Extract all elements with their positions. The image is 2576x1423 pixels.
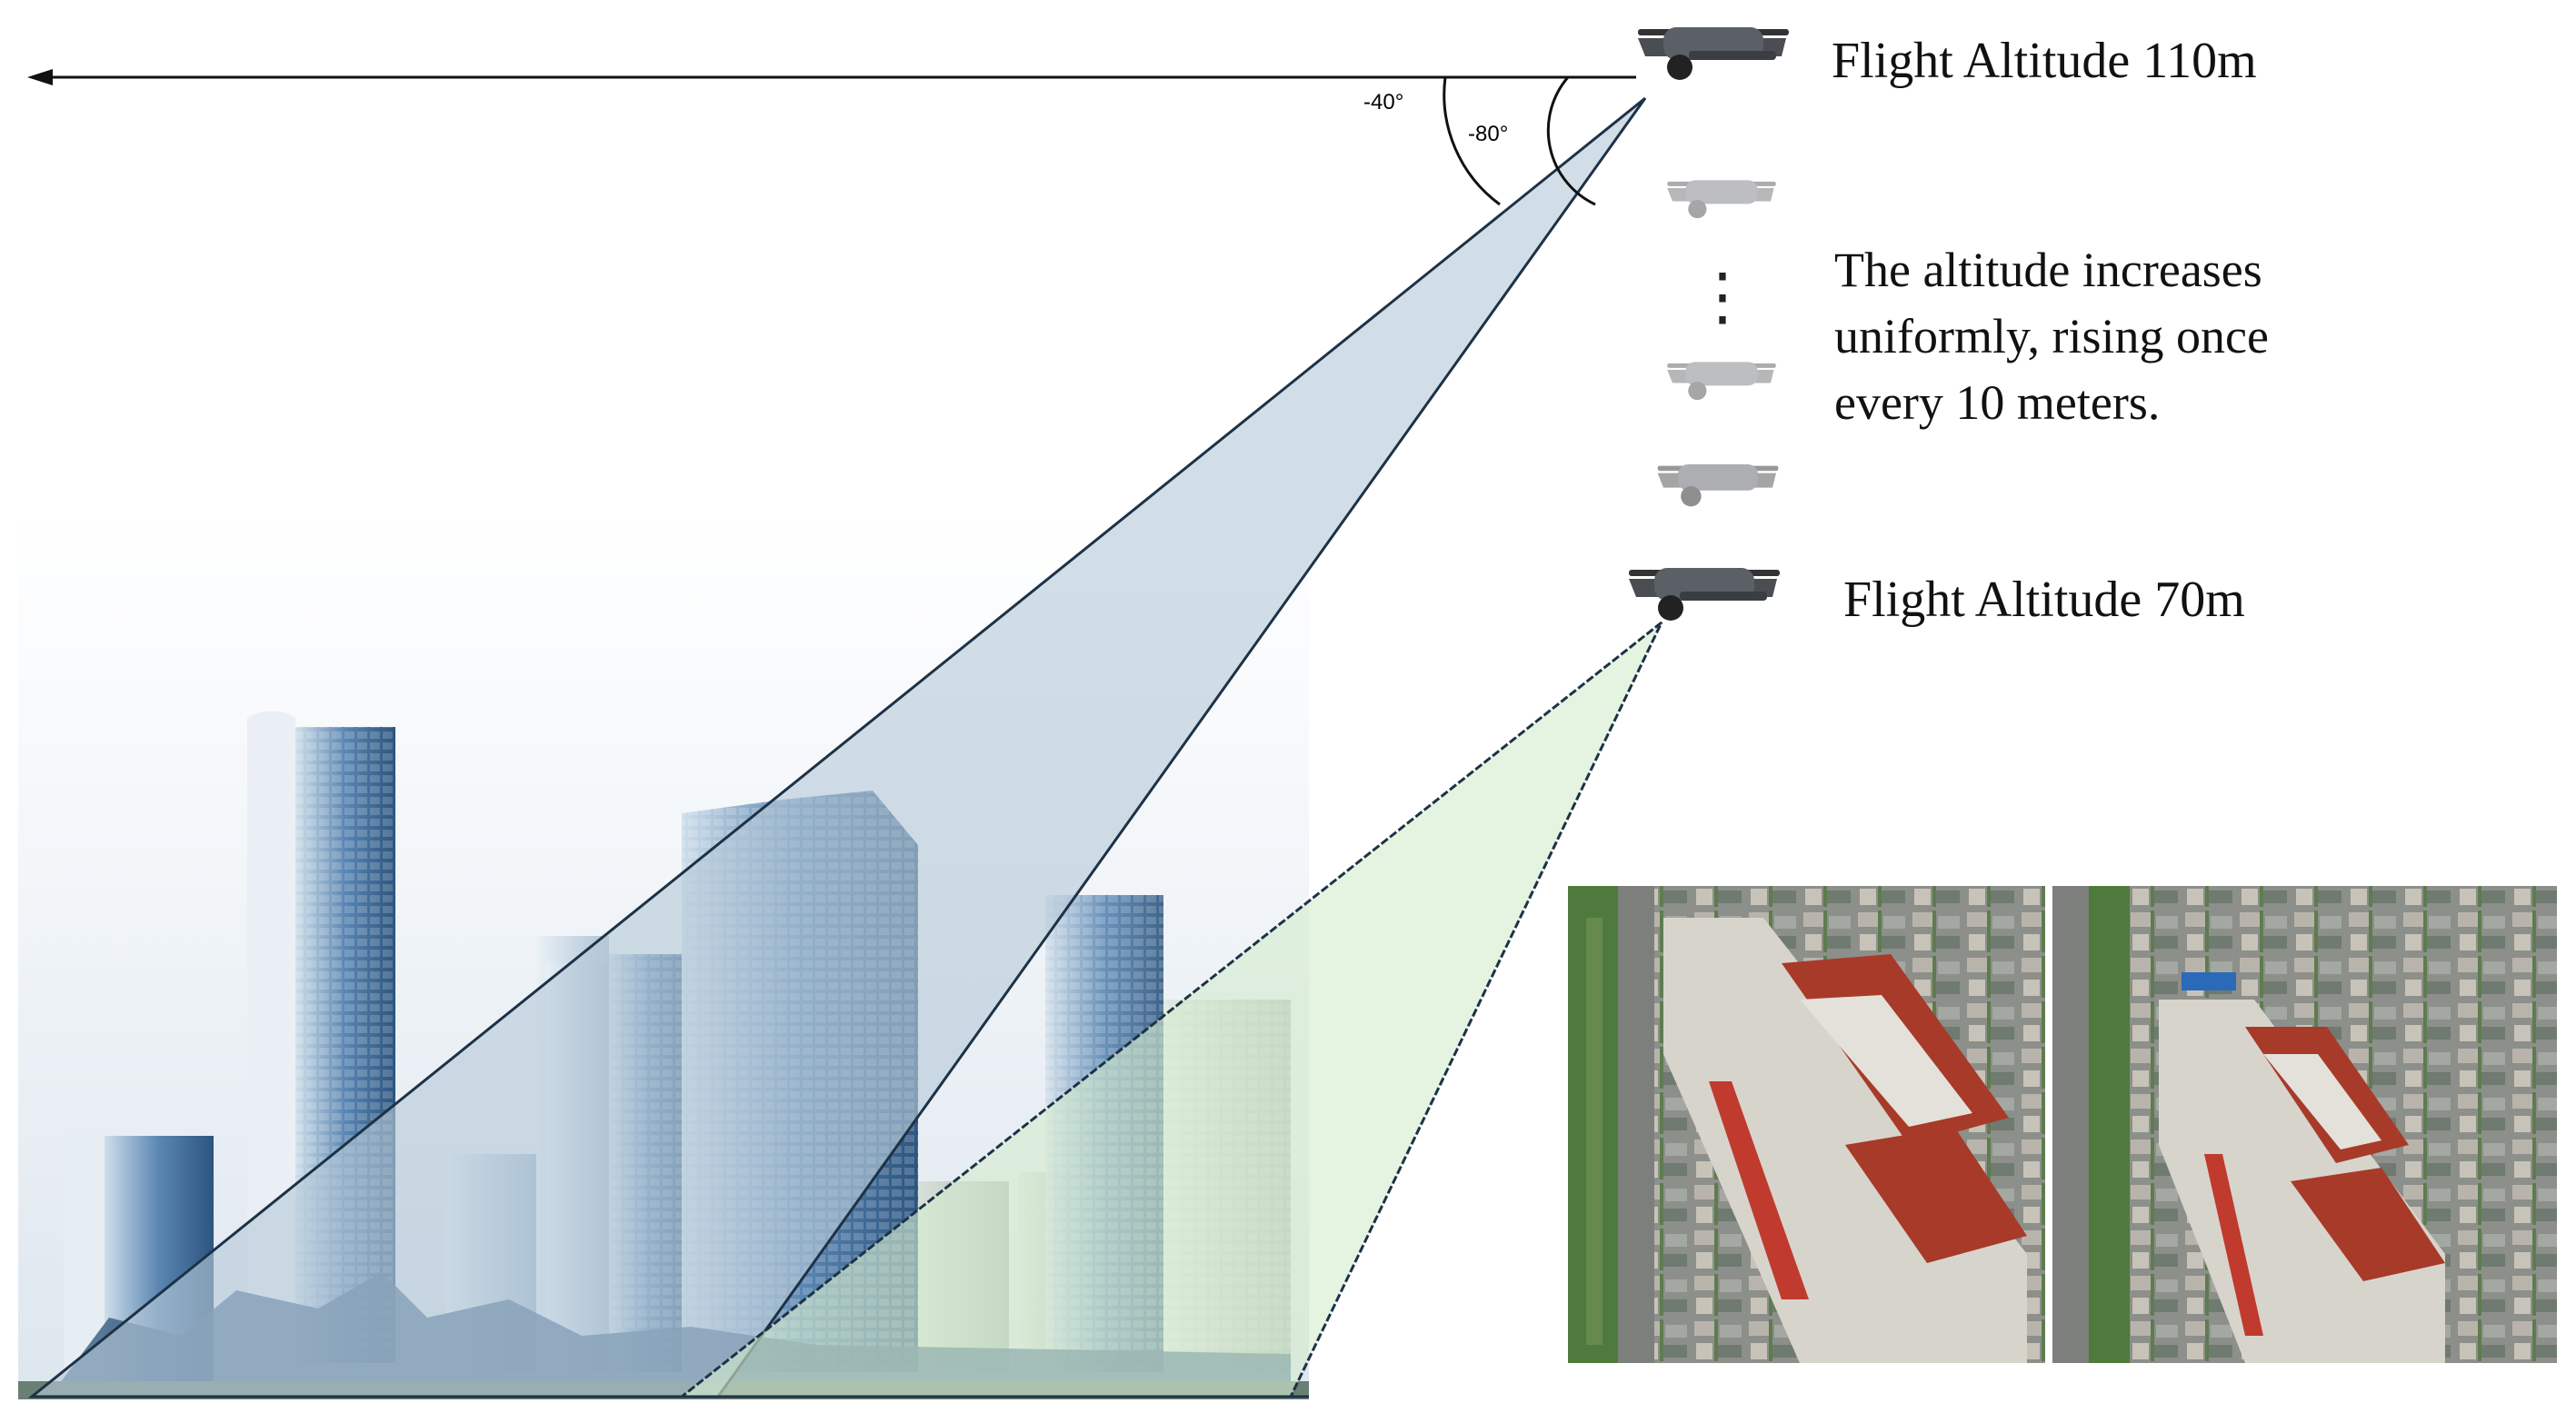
- photo-divider: [2045, 886, 2052, 1363]
- aerial-photo-left: [1568, 886, 2045, 1363]
- altitude-label-low: Flight Altitude 70m: [1843, 572, 2245, 628]
- description-line-1: The altitude increases: [1834, 243, 2262, 297]
- drone-icon: [1667, 362, 1776, 401]
- description-line-2: uniformly, rising once: [1834, 309, 2269, 363]
- angle-arc-inner: [1546, 76, 1596, 206]
- angle-label-outer: -40°: [1363, 90, 1403, 114]
- ellipsis-vertical: ⋮: [1691, 263, 1754, 333]
- aerial-photo-right: [2052, 886, 2557, 1363]
- description-line-3: every 10 meters.: [1834, 375, 2160, 430]
- drone-icon: [1629, 568, 1780, 621]
- drone-icon: [1638, 27, 1789, 80]
- drone-icon: [1657, 464, 1779, 507]
- drone-icon: [1667, 180, 1776, 219]
- angle-arc-outer: [1443, 76, 1501, 206]
- altitude-label-high: Flight Altitude 110m: [1832, 33, 2257, 89]
- angle-label-inner: -80°: [1468, 122, 1508, 146]
- arrow-left-icon: [27, 69, 1636, 85]
